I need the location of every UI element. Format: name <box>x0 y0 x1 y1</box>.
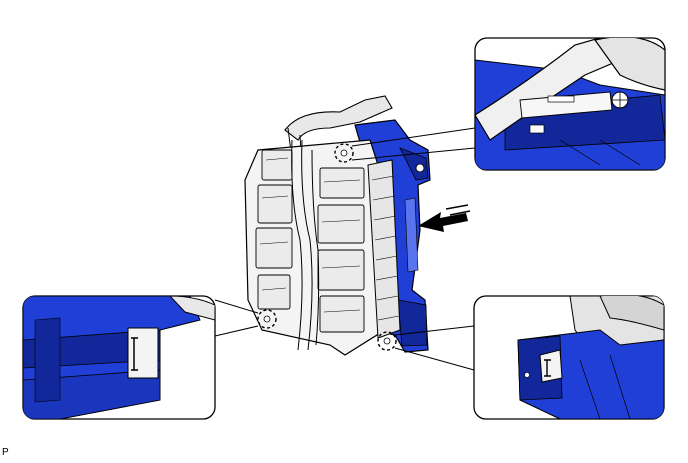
removal-direction-arrow-icon <box>418 204 471 232</box>
leader-lines <box>214 127 476 371</box>
junction-block-body <box>244 139 401 356</box>
clip-marker-top <box>334 143 354 163</box>
callout-top-right <box>474 37 666 171</box>
clip-marker-right <box>377 331 397 351</box>
clip-marker-left <box>257 309 277 329</box>
main-assembly <box>244 95 471 356</box>
illustration-code: P <box>2 447 9 458</box>
callout-bottom-left <box>22 295 216 420</box>
callout-bottom-right <box>473 295 665 420</box>
